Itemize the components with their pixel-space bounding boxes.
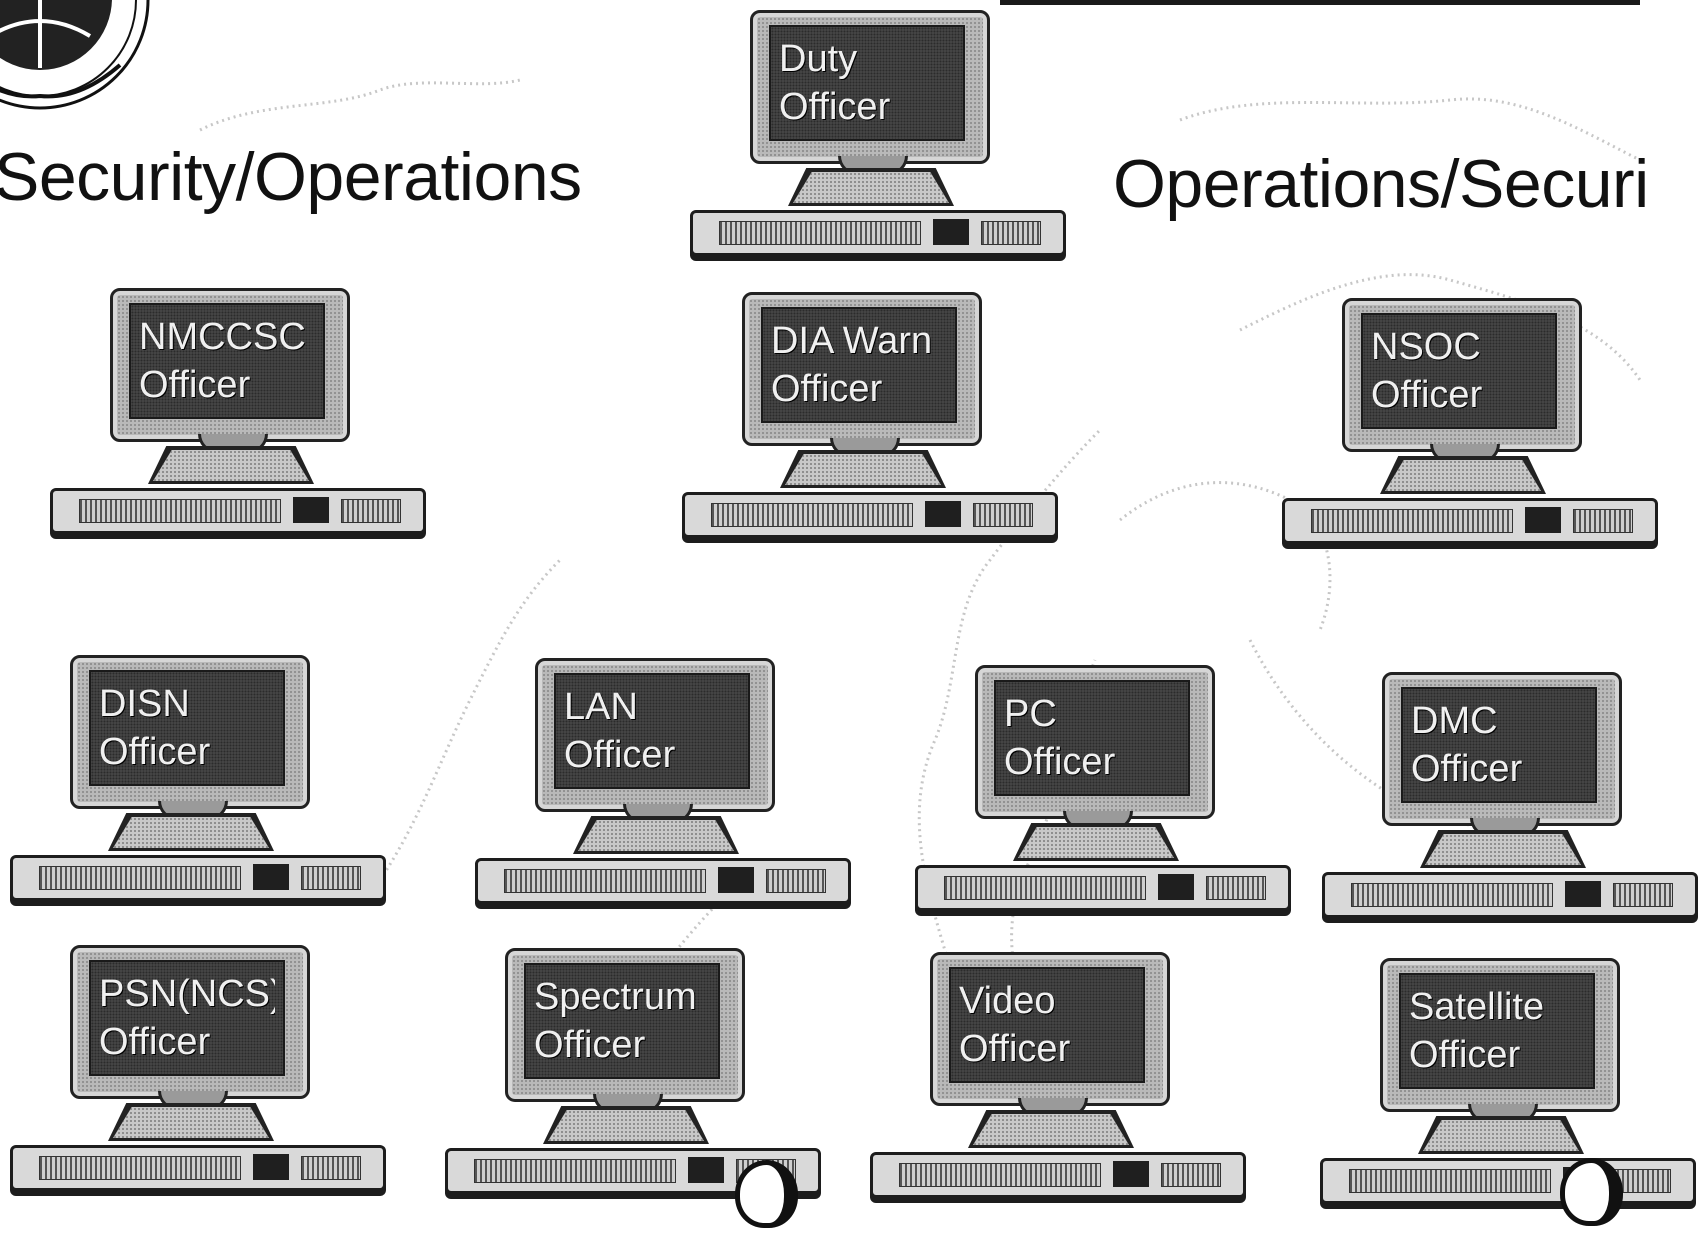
workstation-label-line1: LAN: [564, 686, 638, 728]
monitor-icon: PSN(NCS) Officer: [70, 945, 310, 1099]
monitor-icon: DMC Officer: [1382, 672, 1622, 826]
workstation-label-line1: DISN: [99, 683, 190, 725]
workstation-nmccsc-officer: NMCCSC Officer: [50, 288, 430, 568]
workstation-label-line2: Officer: [1409, 1034, 1521, 1076]
workstation-satellite-officer: Satellite Officer: [1320, 958, 1700, 1238]
workstation-label-line1: DMC: [1411, 700, 1498, 742]
workstation-label-line2: Officer: [564, 734, 676, 776]
workstation-label-line1: Spectrum: [534, 976, 697, 1018]
workstation-label-line1: NMCCSC: [139, 316, 306, 358]
heading-operations-security: Operations/Securi: [1113, 146, 1649, 222]
workstation-psn-ncs-officer: PSN(NCS) Officer: [10, 945, 390, 1225]
monitor-icon: Duty Officer: [750, 10, 990, 164]
monitor-screen: Video Officer: [949, 967, 1145, 1083]
workstation-label-line2: Officer: [99, 731, 211, 773]
monitor-screen: PC Officer: [994, 680, 1190, 796]
monitor-screen: NMCCSC Officer: [129, 303, 325, 419]
keyboard-icon: [1322, 872, 1698, 918]
keyboard-icon: [10, 855, 386, 901]
monitor-screen: NSOC Officer: [1361, 313, 1557, 429]
workstation-duty-officer: Duty Officer: [690, 10, 1070, 290]
workstation-label-line2: Officer: [779, 86, 891, 128]
mouse-icon: [735, 1160, 798, 1228]
keyboard-icon: [1282, 498, 1658, 544]
monitor-icon: Satellite Officer: [1380, 958, 1620, 1112]
workstation-label-line2: Officer: [139, 364, 251, 406]
workstation-label-line2: Officer: [534, 1024, 646, 1066]
keyboard-icon: [690, 210, 1066, 256]
monitor-screen: PSN(NCS) Officer: [89, 960, 285, 1076]
keyboard-icon: [1320, 1158, 1696, 1204]
monitor-icon: Spectrum Officer: [505, 948, 745, 1102]
keyboard-icon: [682, 492, 1058, 538]
workstation-label-line1: NSOC: [1371, 326, 1481, 368]
workstation-disn-officer: DISN Officer: [10, 655, 390, 935]
monitor-icon: DISN Officer: [70, 655, 310, 809]
workstation-pc-officer: PC Officer: [915, 665, 1295, 945]
workstation-dmc-officer: DMC Officer: [1322, 672, 1702, 952]
workstation-label-line1: PC: [1004, 693, 1057, 735]
workstation-label-line1: Video: [959, 980, 1056, 1022]
monitor-icon: NSOC Officer: [1342, 298, 1582, 452]
keyboard-icon: [475, 858, 851, 904]
workstation-label-line2: Officer: [1004, 741, 1116, 783]
workstation-lan-officer: LAN Officer: [475, 658, 855, 938]
monitor-screen: DMC Officer: [1401, 687, 1597, 803]
monitor-icon: NMCCSC Officer: [110, 288, 350, 442]
workstation-label-line2: Officer: [959, 1028, 1071, 1070]
workstation-spectrum-officer: Spectrum Officer: [445, 948, 825, 1228]
workstation-label-line2: Officer: [1371, 374, 1483, 416]
monitor-screen: LAN Officer: [554, 673, 750, 789]
monitor-icon: DIA Warn Officer: [742, 292, 982, 446]
workstation-label-line2: Officer: [1411, 748, 1523, 790]
monitor-screen: Satellite Officer: [1399, 973, 1595, 1089]
header-rule: [1000, 0, 1640, 5]
workstation-label-line2: Officer: [771, 368, 883, 410]
mouse-icon: [1560, 1158, 1623, 1226]
monitor-screen: Duty Officer: [769, 25, 965, 141]
monitor-icon: PC Officer: [975, 665, 1215, 819]
workstation-label-line1: PSN(NCS): [99, 973, 275, 1015]
heading-security-operations: Security/Operations: [0, 139, 582, 215]
monitor-icon: Video Officer: [930, 952, 1170, 1106]
keyboard-icon: [50, 488, 426, 534]
keyboard-icon: [870, 1152, 1246, 1198]
workstation-label-line1: Duty: [779, 38, 858, 80]
monitor-screen: DIA Warn Officer: [761, 307, 957, 423]
workstation-label-line1: DIA Warn: [771, 320, 933, 362]
workstation-video-officer: Video Officer: [870, 952, 1250, 1232]
monitor-screen: Spectrum Officer: [524, 963, 720, 1079]
workstation-dia-warn-officer: DIA Warn Officer: [682, 292, 1062, 572]
monitor-screen: DISN Officer: [89, 670, 285, 786]
monitor-icon: LAN Officer: [535, 658, 775, 812]
workstation-label-line2: Officer: [99, 1021, 211, 1063]
keyboard-icon: [10, 1145, 386, 1191]
workstation-nsoc-officer: NSOC Officer: [1282, 298, 1662, 578]
workstation-label-line1: Satellite: [1409, 986, 1545, 1028]
keyboard-icon: [915, 865, 1291, 911]
seal-emblem: [0, 0, 150, 110]
